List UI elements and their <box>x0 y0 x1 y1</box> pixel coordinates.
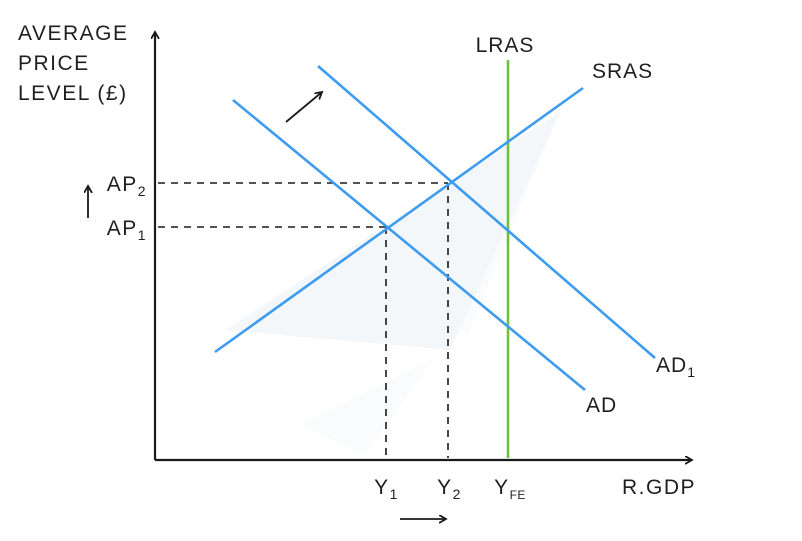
yfe-label: YFE <box>494 476 526 502</box>
x-axis-title: R.GDP <box>622 476 696 499</box>
watermark-logo <box>225 112 560 455</box>
lras-label: LRAS <box>476 34 535 57</box>
ap1-label: AP1 <box>107 217 146 243</box>
y2-label: Y2 <box>437 476 461 502</box>
y-axis-title-line1: AVERAGE <box>18 22 128 45</box>
ap2-label: AP2 <box>107 173 146 199</box>
ad-shift-arrow <box>285 92 322 123</box>
ad1-curve <box>317 65 656 359</box>
sras-curve <box>214 86 584 354</box>
y-axis-title-line2: PRICE <box>18 52 90 75</box>
y-axis-title-line3: LEVEL (£) <box>18 82 128 105</box>
sras-label: SRAS <box>592 60 653 83</box>
ad-label: AD <box>586 394 617 417</box>
ad-curve <box>232 98 586 392</box>
y1-label: Y1 <box>374 476 398 502</box>
ad1-label: AD1 <box>656 354 695 380</box>
